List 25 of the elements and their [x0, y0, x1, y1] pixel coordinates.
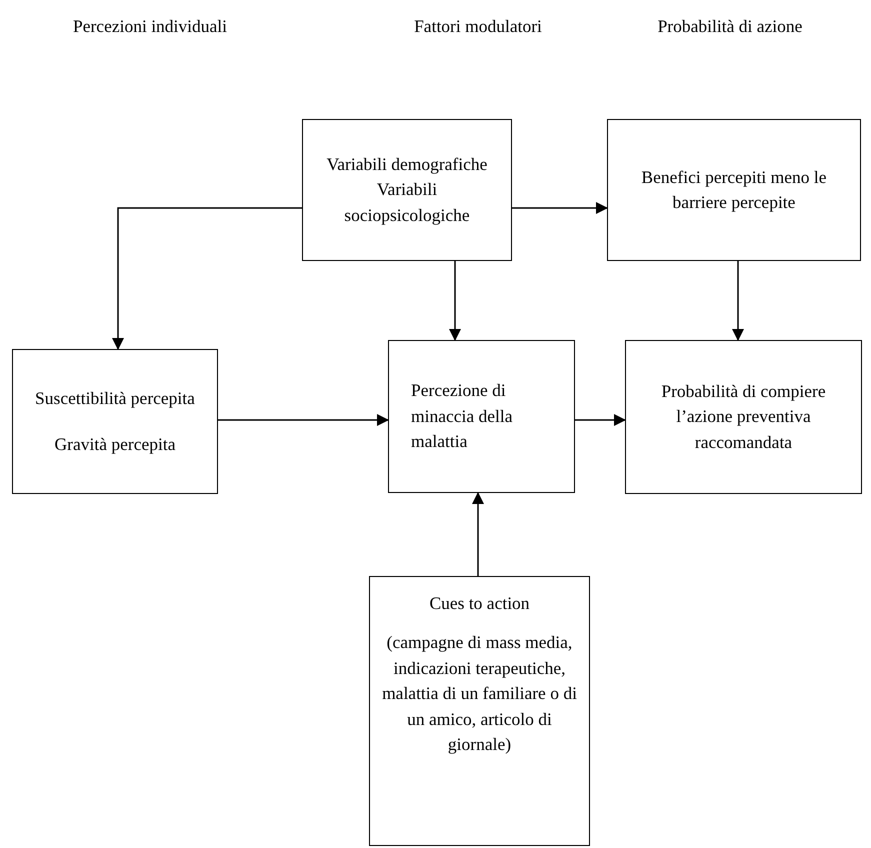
node-text: Variabili sociopsicologiche [343, 178, 471, 227]
arrow [218, 414, 389, 426]
text-box [12, 349, 218, 494]
node-text: Variabili demografiche [326, 152, 488, 176]
arrow [472, 492, 484, 576]
node-text: Cues to action [429, 592, 530, 615]
node-text: Percezione di minaccia della malattia [411, 379, 514, 454]
node-text: (campagne di mass media, indicazioni terapeutiche, malattia di un familiare o di un amico, articolo di giornale) [382, 631, 577, 756]
node-text: Suscettibilità percepita [35, 387, 195, 410]
node-text: Gravità percepita [54, 432, 176, 456]
node-text: Probabilità di compiere l’azione preventiva raccomandata [660, 380, 827, 454]
text-box [302, 119, 512, 261]
column-heading: Fattori modulatori [413, 15, 543, 38]
arrow [575, 414, 626, 426]
text-box [369, 576, 590, 846]
arrow [732, 261, 744, 341]
text-box [607, 119, 861, 261]
text-box [388, 340, 575, 493]
arrow [112, 207, 302, 350]
column-heading: Percezioni individuali [72, 15, 228, 38]
node-text: Benefici percepiti meno le barriere percepite [640, 166, 828, 214]
arrow [512, 202, 608, 214]
column-heading: Probabilità di azione [656, 15, 804, 38]
arrow [449, 261, 461, 341]
text-box [625, 340, 862, 494]
